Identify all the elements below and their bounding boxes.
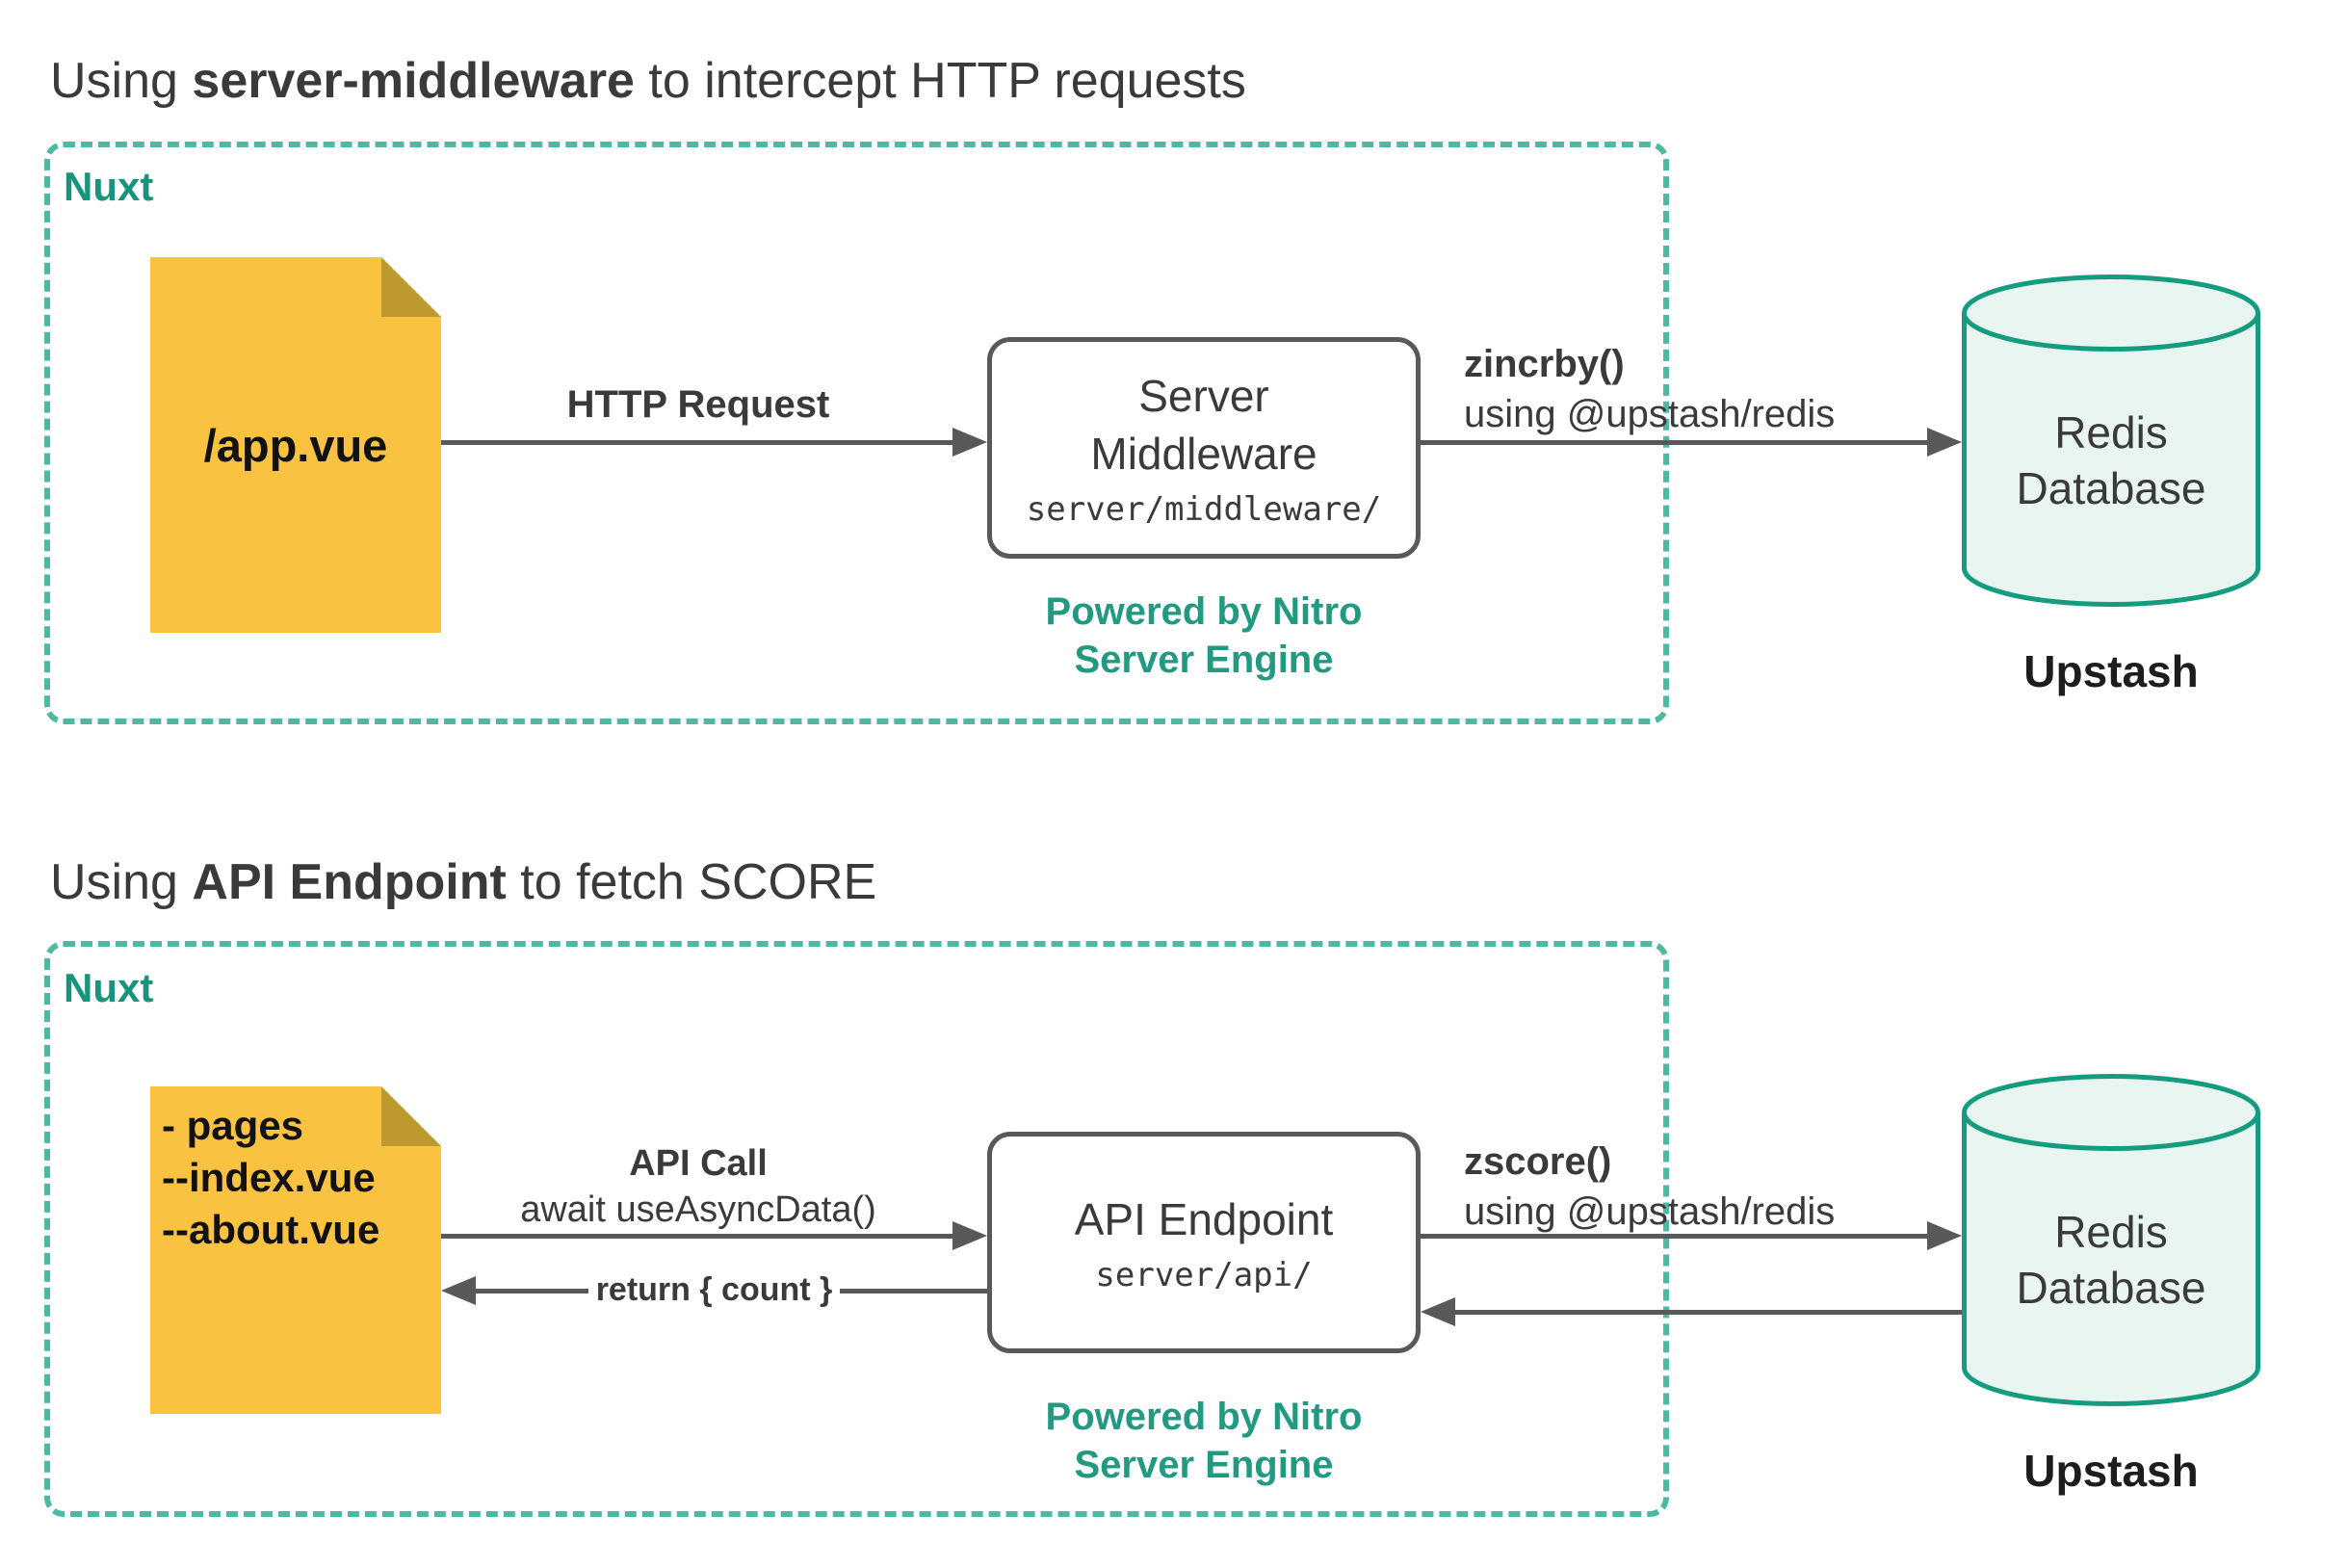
return-count-arrowhead-icon <box>441 1276 476 1305</box>
nuxt-label-1: Nuxt <box>64 164 154 209</box>
zincrby-arrow-line <box>1421 440 1931 445</box>
upstash-label-1: Upstash <box>2023 646 2199 696</box>
title-bold: API Endpoint <box>192 854 507 910</box>
pages-file-tree: - pages --index.vue --about.vue <box>162 1100 441 1256</box>
http-request-label: HTTP Request <box>566 383 830 426</box>
return-count-label: return { count } <box>587 1270 841 1309</box>
redis-database-icon-1 <box>1962 274 2260 607</box>
section2-title: Using API Endpoint to fetch SCORE <box>50 855 876 909</box>
file-tree-line: --index.vue <box>162 1155 376 1200</box>
server-middleware-path: server/middleware/ <box>1026 490 1382 529</box>
redis-database-icon-2 <box>1962 1074 2260 1406</box>
api-call-arrowhead-icon <box>952 1221 987 1250</box>
redis-database-label-2: Redis Database <box>2016 1207 2206 1313</box>
title-post: to fetch SCORE <box>506 854 877 910</box>
nitro-caption-1: Powered by Nitro Server Engine <box>1045 590 1363 681</box>
nuxt-container-2 <box>44 941 1669 1517</box>
zscore-label: zscore() using @upstash/redis <box>1464 1140 1836 1233</box>
file-tree-line: --about.vue <box>162 1207 380 1252</box>
zscore-arrow-line <box>1421 1234 1931 1239</box>
redis-return-arrow-line <box>1455 1310 1962 1315</box>
vue-file-icon-1: /app.vue <box>150 257 441 633</box>
upstash-label-2: Upstash <box>2023 1446 2199 1496</box>
database-cylinder-icon <box>1962 274 2260 607</box>
title-pre: Using <box>50 854 193 910</box>
return-count-label-wrap: return { count } <box>441 1267 987 1312</box>
redis-return-arrowhead-icon <box>1421 1297 1455 1326</box>
api-endpoint-box: API Endpoint server/api/ <box>987 1132 1421 1353</box>
title-pre: Using <box>50 53 193 109</box>
zincrby-label: zincrby() using @upstash/redis <box>1464 343 1836 435</box>
file-name-app-vue: /app.vue <box>203 419 388 471</box>
redis-database-label-1: Redis Database <box>2016 407 2206 513</box>
server-middleware-box: Server Middleware server/middleware/ <box>987 337 1421 559</box>
nuxt-container-1 <box>44 142 1669 724</box>
api-endpoint-path: server/api/ <box>1095 1256 1313 1294</box>
http-request-arrow-line <box>441 440 955 445</box>
title-bold: server-middleware <box>192 53 635 109</box>
nuxt-label-2: Nuxt <box>64 965 154 1010</box>
api-call-label: API Call await useAsyncData() <box>520 1143 876 1230</box>
title-post: to intercept HTTP requests <box>634 53 1246 109</box>
database-cylinder-icon <box>1962 1074 2260 1406</box>
server-middleware-title: Server Middleware <box>1090 371 1317 479</box>
zincrby-arrowhead-icon <box>1927 428 1962 457</box>
zscore-arrowhead-icon <box>1927 1221 1962 1250</box>
nitro-caption-2: Powered by Nitro Server Engine <box>1045 1396 1363 1486</box>
http-request-arrowhead-icon <box>952 428 987 457</box>
api-call-arrow-line <box>441 1234 955 1239</box>
api-endpoint-title: API Endpoint <box>1074 1194 1334 1244</box>
section1-title: Using server-middleware to intercept HTT… <box>50 54 1246 108</box>
file-tree-line: - pages <box>162 1103 304 1148</box>
